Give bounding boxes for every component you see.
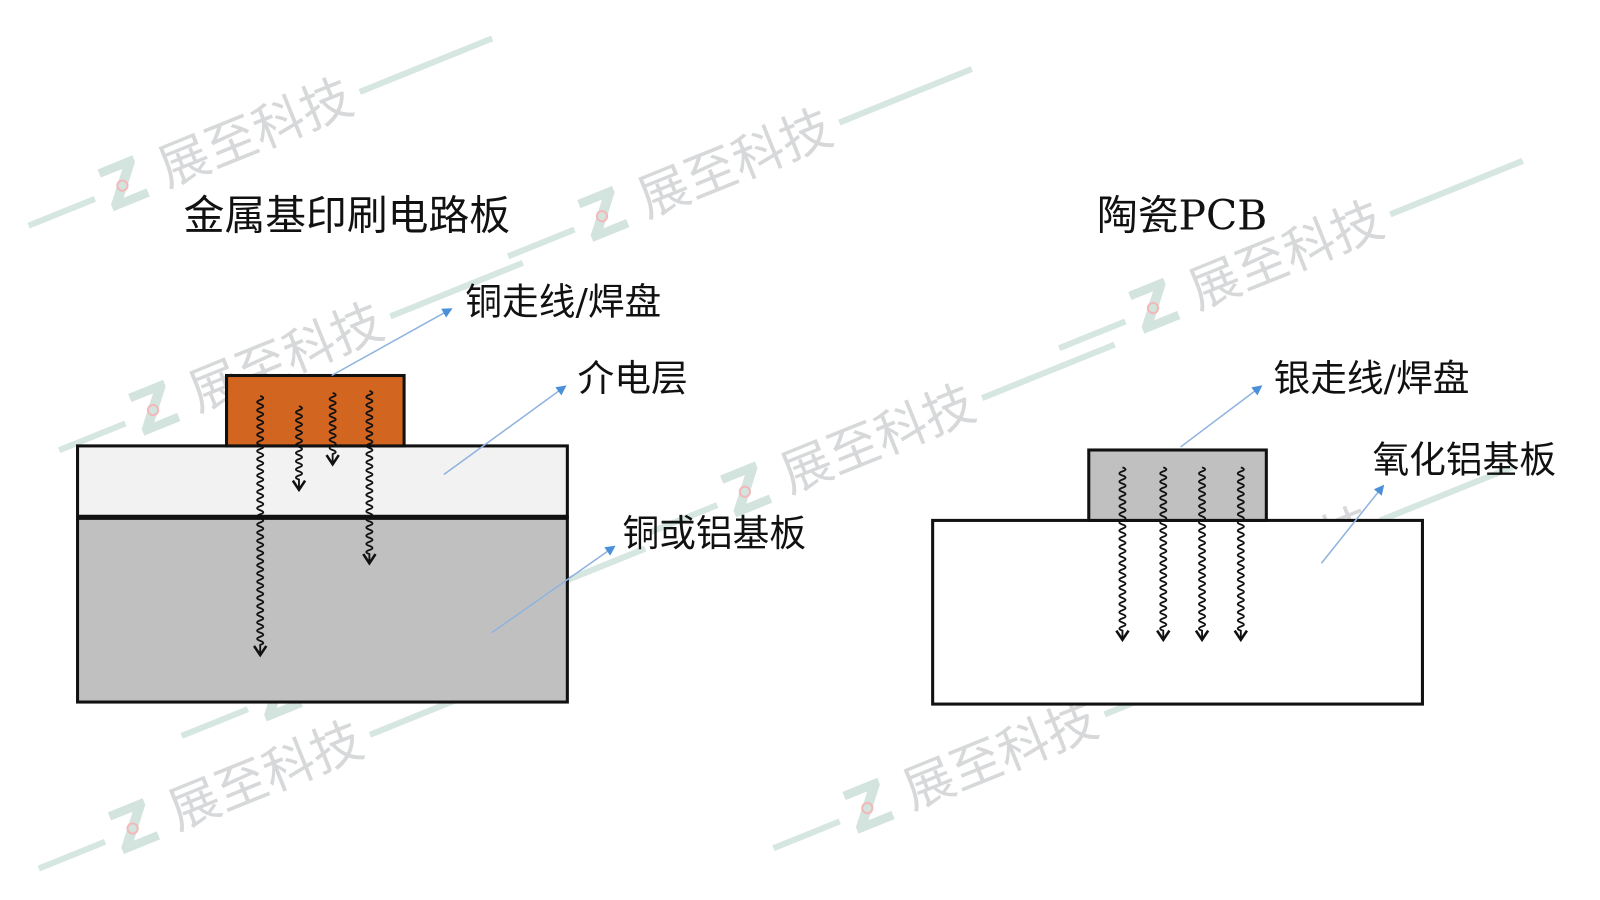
silver-trace-pad [1087,448,1268,522]
watermark-logo-icon: Z [90,144,158,226]
watermark-logo-icon: Z [121,368,189,450]
label-dielectric: 介电层 [578,357,688,400]
arrowhead-icon [1194,629,1210,643]
metal-base-layer [76,515,569,704]
watermark-logo-icon: Z [1121,266,1189,348]
arrowhead-icon [1115,629,1130,643]
metal-pcb-title: 金属基印刷电路板 [184,192,510,240]
pointer-arrow-silver-trace [1180,385,1263,448]
heat-flow-arrows-left [253,389,377,658]
watermark-text: 展至科技 [150,68,361,199]
ceramic-pcb-title: 陶瓷PCB [1097,192,1267,240]
heat-wave-arrow [328,391,337,465]
watermark-logo-icon: Z [570,174,638,256]
heat-wave-arrow [256,395,265,656]
watermark-text: 展至科技 [772,374,983,505]
heat-wave-arrow [295,405,303,490]
watermark: Z 展至科技 [1058,158,1524,352]
copper-trace-pad [224,373,406,448]
label-silver-trace: 银走线/焊盘 [1273,357,1469,400]
dielectric-layer [76,444,569,519]
arrowhead-icon [325,454,340,467]
arrowhead-icon [253,645,268,658]
arrowhead-icon [1233,629,1249,643]
heat-wave-arrow [1198,466,1207,640]
watermark-text: 展至科技 [630,99,841,230]
heat-flow-arrows-right [1115,466,1249,643]
heat-wave-arrow [365,389,374,564]
label-alumina-substrate: 氧化铝基板 [1372,438,1556,481]
pointer-arrow-trace [331,308,453,377]
label-copper-trace: 铜走线/焊盘 [465,280,661,323]
arrowhead-icon [291,479,307,493]
alumina-substrate [931,518,1424,706]
pointer-arrow-substrate [1320,484,1385,564]
heat-wave-arrow [1236,466,1245,640]
label-metal-base: 铜或铝基板 [622,512,806,555]
heat-wave-arrow [1159,466,1168,640]
watermark-logo-icon: Z [835,766,903,848]
watermark: Z 展至科技 [507,66,973,260]
watermark-text: 展至科技 [895,691,1106,822]
pointer-arrow-dielectric [443,385,567,476]
arrowhead-icon [362,553,377,566]
watermark-logo-icon: Z [100,786,168,868]
heat-wave-arrow [1118,466,1127,640]
arrowhead-icon [1156,629,1171,643]
pointer-arrow-base [491,545,616,634]
